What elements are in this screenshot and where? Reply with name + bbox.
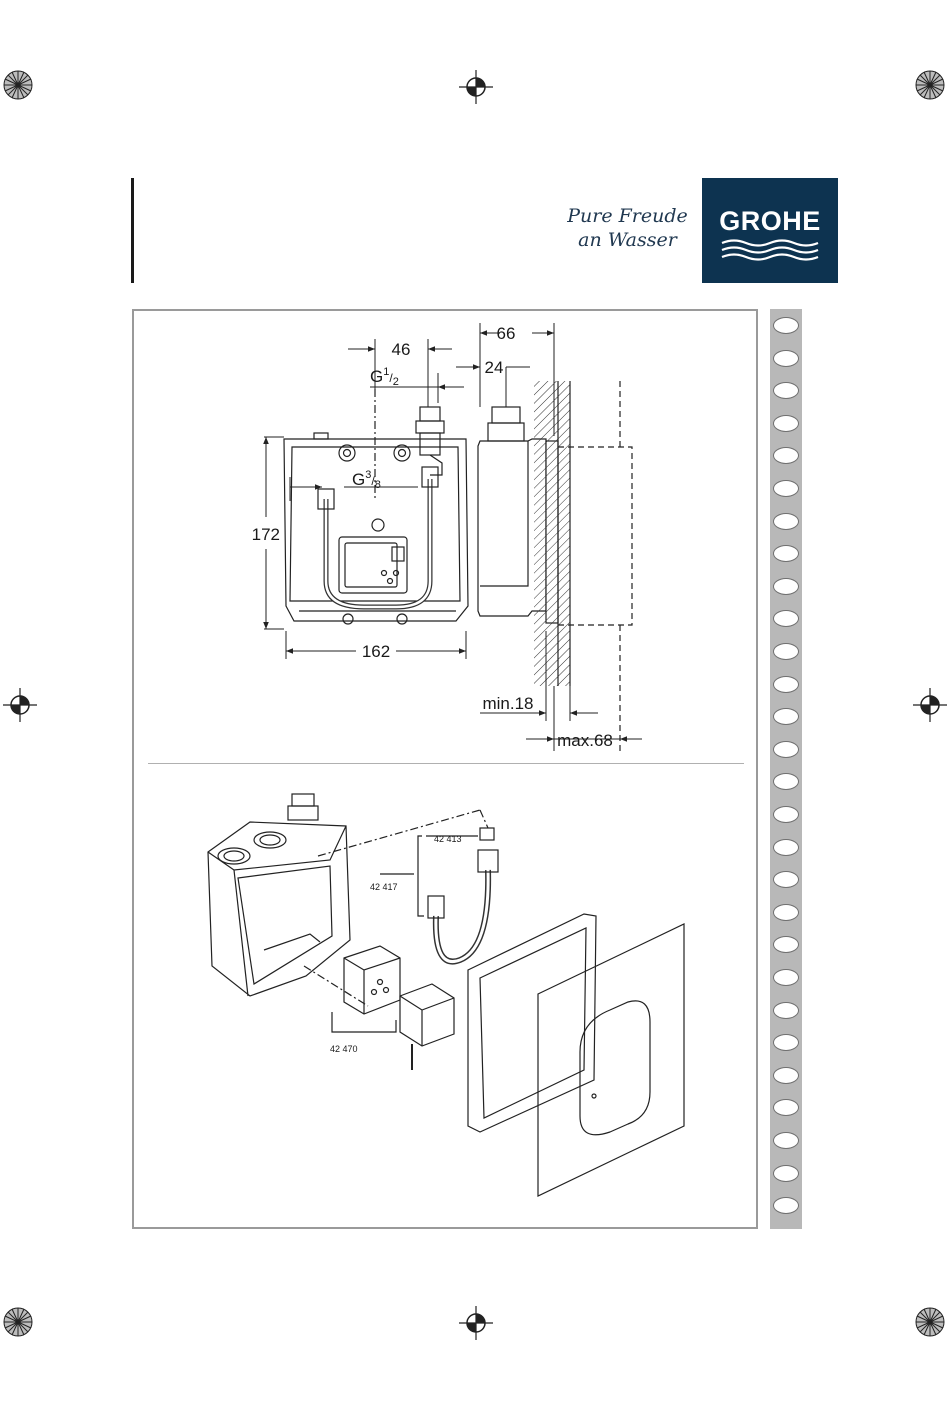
- page-tab[interactable]: [773, 317, 799, 334]
- page-tab[interactable]: [773, 936, 799, 953]
- registration-mark-icon: [913, 688, 947, 722]
- crop-mark-icon: [915, 70, 945, 100]
- logo-text: GROHE: [702, 206, 838, 237]
- section-divider: [148, 763, 744, 764]
- control-module: [344, 946, 400, 1014]
- page-tab[interactable]: [773, 643, 799, 660]
- exploded-view-drawing: 42 413 42 417 42 470: [134, 770, 756, 1226]
- page-tab[interactable]: [773, 904, 799, 921]
- box-front-outline: [284, 439, 468, 621]
- dim-max68: max.68: [557, 731, 613, 750]
- brand-slogan: Pure Freude an Wasser: [560, 204, 695, 252]
- page-tab[interactable]: [773, 1067, 799, 1084]
- page-tab[interactable]: [773, 676, 799, 693]
- thread-g12: G1/2: [370, 366, 399, 388]
- page-tab[interactable]: [773, 513, 799, 530]
- registration-mark-icon: [459, 70, 493, 104]
- page-tab[interactable]: [773, 1034, 799, 1051]
- waves-icon: [720, 238, 820, 262]
- dim-162: 162: [362, 642, 390, 661]
- page-tab[interactable]: [773, 545, 799, 562]
- page-tab[interactable]: [773, 1132, 799, 1149]
- page-tab[interactable]: [773, 350, 799, 367]
- page-tab[interactable]: [773, 447, 799, 464]
- page-tab[interactable]: [773, 1099, 799, 1116]
- page-tab[interactable]: [773, 480, 799, 497]
- mounting-frame: [468, 914, 596, 1132]
- header-rule: [131, 178, 134, 283]
- page-tab[interactable]: [773, 578, 799, 595]
- page-tab[interactable]: [773, 741, 799, 758]
- page-tab[interactable]: [773, 969, 799, 986]
- dim-46: 46: [392, 340, 411, 359]
- page-tab[interactable]: [773, 871, 799, 888]
- page-tab[interactable]: [773, 382, 799, 399]
- page-tab[interactable]: [773, 806, 799, 823]
- crop-mark-icon: [915, 1307, 945, 1337]
- page-tab[interactable]: [773, 1002, 799, 1019]
- dim-172: 172: [252, 525, 280, 544]
- slogan-line-2: an Wasser: [560, 228, 695, 252]
- part-42470: 42 470: [330, 1044, 358, 1054]
- page-tab[interactable]: [773, 415, 799, 432]
- registration-mark-icon: [3, 688, 37, 722]
- grohe-logo: GROHE: [702, 178, 838, 283]
- thread-g38: G3/8: [352, 469, 381, 491]
- page-tab[interactable]: [773, 839, 799, 856]
- part-42417: 42 417: [370, 882, 398, 892]
- page-tab[interactable]: [773, 610, 799, 627]
- dimension-drawing: 66 46 24 G1/2 G3/8 172 162 min.18 max.68: [134, 311, 756, 761]
- power-supply: [400, 984, 454, 1046]
- dim-24: 24: [485, 358, 504, 377]
- cover-plate: [538, 924, 684, 1196]
- page-tab[interactable]: [773, 773, 799, 790]
- dim-66: 66: [497, 324, 516, 343]
- slogan-line-1: Pure Freude: [560, 204, 695, 228]
- registration-mark-icon: [459, 1306, 493, 1340]
- page-tab[interactable]: [773, 1197, 799, 1214]
- part-42413: 42 413: [434, 834, 462, 844]
- page-tab-strip: [770, 309, 802, 1229]
- crop-mark-icon: [3, 1307, 33, 1337]
- crop-mark-icon: [3, 70, 33, 100]
- dim-min18: min.18: [482, 694, 533, 713]
- page-tab[interactable]: [773, 708, 799, 725]
- page-tab[interactable]: [773, 1165, 799, 1182]
